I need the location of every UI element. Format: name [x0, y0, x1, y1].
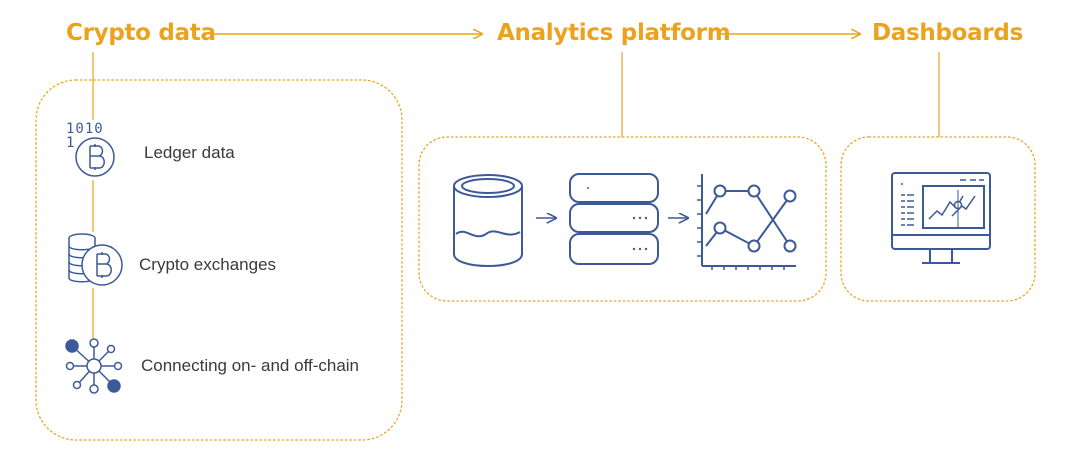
bitcoin-ledger-icon — [75, 137, 115, 177]
analytics-platform-box — [418, 136, 827, 302]
bitcoin-coins-icon — [68, 233, 123, 286]
database-icon — [453, 174, 523, 267]
heading-crypto-data: Crypto data — [66, 20, 216, 46]
network-nodes-icon — [65, 338, 123, 394]
monitor-sidebar-lines — [901, 179, 984, 226]
server-dots — [632, 216, 648, 251]
ledger-binary-text-2: 1 — [66, 135, 75, 151]
dashboards-box — [840, 136, 1036, 302]
source-label-on-off-chain: Connecting on- and off-chain — [141, 356, 360, 375]
monitor-dashboard-icon — [891, 172, 991, 264]
source-label-ledger: Ledger data — [144, 143, 235, 162]
source-label-exchanges: Crypto exchanges — [139, 255, 277, 274]
heading-analytics-platform: Analytics platform — [497, 20, 731, 46]
heading-dashboards: Dashboards — [872, 20, 1023, 46]
ledger-binary-text: 1010 — [66, 121, 104, 137]
line-chart-icon — [697, 174, 797, 270]
crypto-data-box — [35, 79, 403, 441]
server-stack-icon — [569, 173, 659, 265]
